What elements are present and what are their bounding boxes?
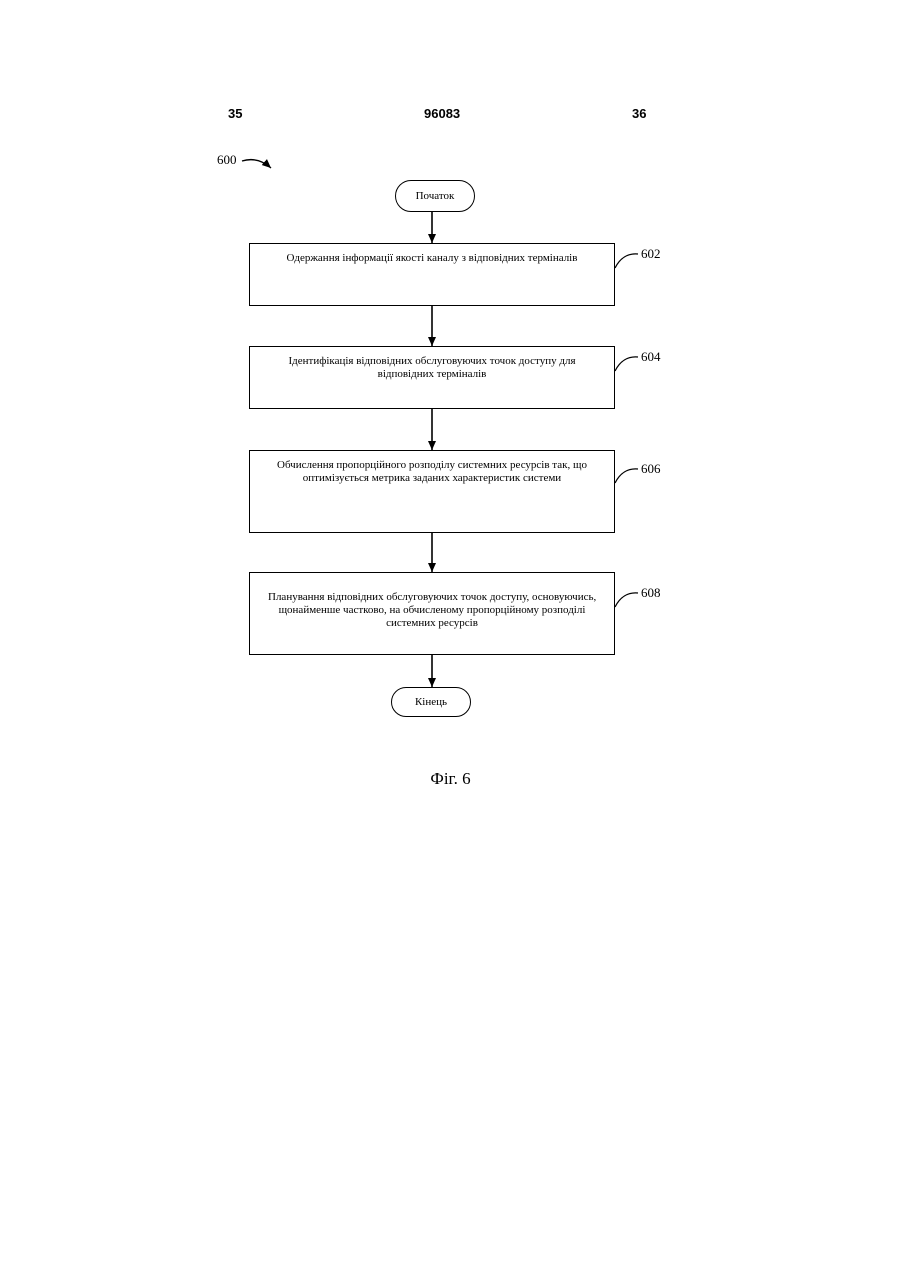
- step-606-line-1: Обчислення пропорційного розподілу систе…: [268, 459, 596, 472]
- step-602-line-1: Одержання інформації якості каналу з від…: [268, 252, 596, 265]
- leader-604: [615, 357, 638, 371]
- step-602-ref: 602: [641, 246, 661, 262]
- step-606-ref: 606: [641, 461, 661, 477]
- step-608-ref: 608: [641, 585, 661, 601]
- step-602-box: Одержання інформації якості каналу з від…: [249, 243, 615, 306]
- step-608-line-3: системних ресурсів: [268, 617, 596, 630]
- start-terminal: Початок: [395, 180, 475, 212]
- step-604-box: Ідентифікація відповідних обслуговуючих …: [249, 346, 615, 409]
- end-terminal: Кінець: [391, 687, 471, 717]
- step-606-box: Обчислення пропорційного розподілу систе…: [249, 450, 615, 533]
- figure-ref-arrow: [242, 160, 271, 168]
- step-608-line-2: щонайменше частково, на обчисленому проп…: [268, 604, 596, 617]
- step-608-line-1: Планування відповідних обслуговуючих точ…: [268, 591, 596, 604]
- leader-602: [615, 254, 638, 268]
- leader-608: [615, 593, 638, 607]
- leader-606: [615, 469, 638, 483]
- step-608-box: Планування відповідних обслуговуючих точ…: [249, 572, 615, 655]
- step-606-line-2: оптимізується метрика заданих характерис…: [268, 472, 596, 485]
- figure-ref-number: 600: [217, 152, 237, 168]
- step-604-line-2: відповідних терміналів: [268, 368, 596, 381]
- end-label: Кінець: [415, 696, 447, 708]
- start-label: Початок: [416, 190, 455, 202]
- step-604-line-1: Ідентифікація відповідних обслуговуючих …: [268, 355, 596, 368]
- figure-caption: Фіг. 6: [0, 769, 901, 789]
- step-604-ref: 604: [641, 349, 661, 365]
